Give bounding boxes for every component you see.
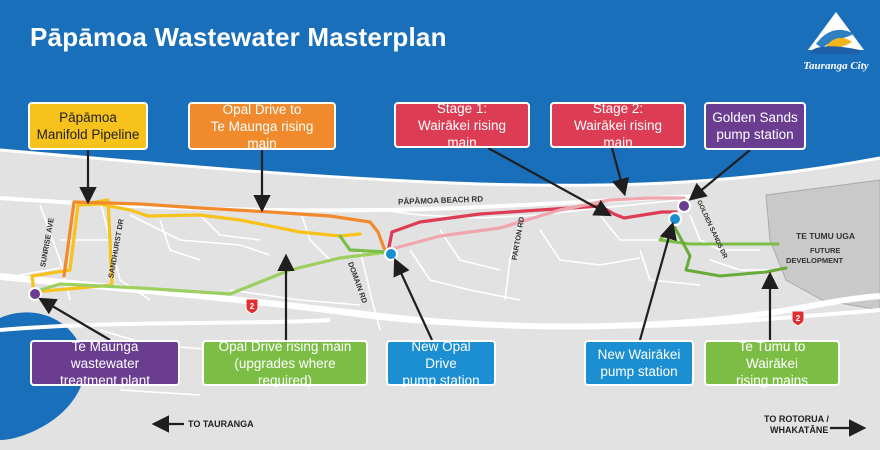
beach-edge bbox=[0, 148, 880, 187]
label-future-development: FUTURE bbox=[810, 246, 841, 255]
label-whakatane: WHAKATĀNE bbox=[770, 425, 829, 435]
callout-line: Te Tumu to Wairākei bbox=[738, 338, 806, 371]
label-to-tauranga: TO TAURANGA bbox=[188, 419, 254, 429]
te-maunga-plant-marker bbox=[28, 287, 42, 301]
callout-new-wairakei: New Wairākei pump station bbox=[584, 340, 694, 386]
state-highway-2 bbox=[0, 273, 880, 330]
callout-golden-sands: Golden Sands pump station bbox=[704, 102, 806, 150]
callout-line: Manifold Pipeline bbox=[36, 127, 140, 142]
page-title: Pāpāmoa Wastewater Masterplan bbox=[30, 22, 447, 52]
te-tumu-main-2 bbox=[670, 220, 788, 278]
sh2-shield-icon: 2 bbox=[791, 310, 805, 326]
new-opal-pump-marker bbox=[384, 247, 398, 261]
label-to-rotorua: TO ROTORUA / bbox=[764, 414, 829, 424]
callout-opal-rising: Opal Drive rising main(upgrades where re… bbox=[202, 338, 368, 388]
callout-line: Te Maunga wastewater bbox=[70, 338, 140, 371]
tauranga-city-logo bbox=[808, 12, 864, 54]
opal-te-maunga-main bbox=[62, 200, 390, 278]
callout-stage1: Stage 1:Wairākei rising main bbox=[394, 100, 530, 150]
pipelines bbox=[30, 196, 788, 296]
callout-line: Stage 2: bbox=[592, 100, 644, 116]
stage2-main bbox=[386, 196, 688, 252]
te-tumu-area bbox=[765, 179, 880, 311]
callout-line: pump station bbox=[716, 127, 794, 142]
sh2-number: 2 bbox=[250, 302, 255, 311]
opal-rising-main bbox=[32, 250, 390, 296]
callout-line: New Wairākei bbox=[597, 347, 681, 362]
callout-stage2: Stage 2:Wairākei rising main bbox=[550, 100, 686, 150]
golden-sands-pump-marker bbox=[677, 199, 691, 213]
callout-line: Wairākei rising main bbox=[417, 117, 507, 150]
callout-line: Pāpāmoa bbox=[59, 110, 117, 125]
callout-line: Opal Drive rising main bbox=[218, 338, 352, 354]
callout-line: pump station bbox=[402, 372, 480, 388]
street-network bbox=[19, 199, 770, 396]
label-te-tumu-uga: TE TUMU UGA bbox=[796, 231, 856, 241]
new-wairakei-pump-marker bbox=[668, 212, 682, 226]
callout-line: treatment plant bbox=[59, 372, 151, 388]
callout-line: pump station bbox=[600, 364, 678, 379]
callout-line: New Opal Drive bbox=[411, 338, 471, 371]
callout-arrows bbox=[38, 147, 867, 437]
callout-line: Golden Sands bbox=[712, 110, 798, 125]
callout-line: (upgrades where required) bbox=[234, 355, 336, 388]
sh2-shield-icon: 2 bbox=[245, 298, 259, 314]
opal-rising-main-2 bbox=[338, 234, 390, 254]
logo-text: Tauranga City bbox=[803, 60, 869, 72]
callout-line: Stage 1: bbox=[436, 100, 488, 116]
callout-line: Wairākei rising main bbox=[573, 117, 663, 150]
sh2-number: 2 bbox=[796, 314, 801, 323]
callout-line: Te Maunga rising main bbox=[210, 118, 314, 151]
callout-line: Opal Drive to bbox=[222, 101, 302, 117]
label-future-development-2: DEVELOPMENT bbox=[786, 256, 844, 265]
callout-line: rising mains bbox=[735, 372, 809, 388]
